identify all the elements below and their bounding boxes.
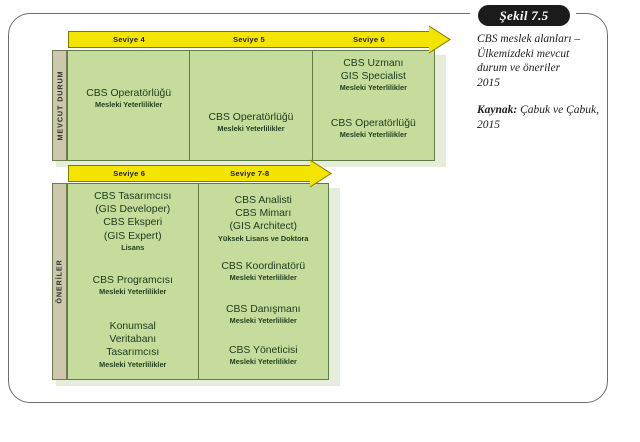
figure-number-badge: Şekil 7.5 [478, 5, 570, 26]
caption-source-label: Kaynak: [477, 104, 518, 116]
job-group: CBS Operatörlüğü Mesleki Yeterlilikler [68, 87, 189, 110]
job-title: CBS Danışmanı [226, 304, 301, 315]
job-qualification: Mesleki Yeterlilikler [99, 359, 167, 369]
job-group: CBS Programcısı Mesleki Yeterlilikler [68, 274, 198, 297]
job-group: Konumsal Veritabanı Tasarımcısı Mesleki … [68, 320, 198, 370]
level-banner-oneriler: Seviye 6 Seviye 7-8 [68, 159, 358, 188]
mevcut-durum-matrix: CBS Operatörlüğü Mesleki Yeterlilikler C… [67, 50, 435, 161]
level-banner-arrowhead-outline-icon [428, 25, 451, 54]
level-segment: Seviye 6 [113, 169, 146, 178]
job-title: CBS Koordinatörü [221, 261, 306, 272]
figure-caption: CBS meslek alanları – Ülkemizdeki mevcut… [477, 32, 601, 132]
matrix-cell-seviye-6: CBS Uzmanı GIS Specialist Mesleki Yeterl… [313, 51, 434, 160]
level-segment: Seviye 5 [232, 35, 265, 44]
job-qualification: Lisans [121, 242, 145, 252]
row-label-mevcut-durum: MEVCUT DURUM [52, 50, 67, 161]
job-qualification: Yüksek Lisans ve Doktora [218, 233, 309, 243]
job-title: CBS Programcısı [92, 275, 173, 286]
level-banner-mevcut-durum: Seviye 4 Seviye 5 Seviye 6 [68, 25, 451, 54]
matrix-cell-seviye-6-oneriler: CBS Tasarımcısı (GIS Developer) CBS Eksp… [68, 184, 199, 379]
level-banner-arrowhead-outline-icon [309, 159, 332, 188]
job-qualification: Mesleki Yeterlilikler [339, 130, 407, 140]
job-qualification: Mesleki Yeterlilikler [229, 273, 297, 283]
row-label-mevcut-durum-text: MEVCUT DURUM [55, 70, 64, 141]
job-qualification: Mesleki Yeterlilikler [339, 83, 407, 93]
job-title: CBS Analisti CBS Mimarı (GIS Architect) [229, 195, 298, 233]
figure-number-label: Şekil 7.5 [499, 7, 549, 23]
caption-source-text: Çabuk ve Çabuk, 2015 [477, 104, 600, 131]
level-segment: Seviye 4 [112, 35, 145, 44]
oneriler-matrix: CBS Tasarımcısı (GIS Developer) CBS Eksp… [67, 183, 329, 380]
row-label-oneriler-text: ÖNERİLER [55, 259, 64, 304]
job-qualification: Mesleki Yeterlilikler [217, 124, 285, 134]
caption-source: Kaynak: Çabuk ve Çabuk, 2015 [477, 103, 601, 132]
job-group: CBS Operatörlüğü Mesleki Yeterlilikler [190, 111, 311, 134]
level-segment: Seviye 6 [352, 35, 385, 44]
caption-line-1: CBS meslek alanları – [477, 33, 581, 45]
job-group: CBS Koordinatörü Mesleki Yeterlilikler [199, 260, 329, 283]
figure-diagram: MEVCUT DURUM CBS Operatörlüğü Mesleki Ye… [52, 25, 451, 386]
job-qualification: Mesleki Yeterlilikler [95, 100, 163, 110]
level-banner-bar: Seviye 4 Seviye 5 Seviye 6 [68, 31, 430, 48]
matrix-cell-seviye-4: CBS Operatörlüğü Mesleki Yeterlilikler [68, 51, 191, 160]
level-segment: Seviye 7-8 [230, 169, 270, 178]
job-group: CBS Yöneticisi Mesleki Yeterlilikler [199, 344, 329, 367]
matrix-cell-seviye-7-8: CBS Analisti CBS Mimarı (GIS Architect) … [199, 184, 329, 379]
caption-line-4: 2015 [477, 76, 500, 89]
job-qualification: Mesleki Yeterlilikler [229, 357, 297, 367]
level-banner-bar: Seviye 6 Seviye 7-8 [68, 165, 311, 182]
job-group: CBS Danışmanı Mesleki Yeterlilikler [199, 303, 329, 326]
job-title: CBS Operatörlüğü [208, 112, 294, 123]
job-title: Konumsal Veritabanı Tasarımcısı [106, 321, 160, 359]
job-group: CBS Analisti CBS Mimarı (GIS Architect) … [199, 194, 329, 244]
job-group: CBS Tasarımcısı (GIS Developer) CBS Eksp… [68, 190, 198, 253]
caption-line-2: Ülkemizdeki mevcut [477, 47, 570, 60]
job-group: CBS Uzmanı GIS Specialist Mesleki Yeterl… [313, 57, 434, 93]
job-title: CBS Operatörlüğü [86, 88, 172, 99]
job-group: CBS Operatörlüğü Mesleki Yeterlilikler [313, 117, 434, 140]
job-qualification: Mesleki Yeterlilikler [229, 316, 297, 326]
job-qualification: Mesleki Yeterlilikler [99, 287, 167, 297]
caption-line-3: durum ve öneriler [477, 62, 561, 74]
job-title: CBS Uzmanı GIS Specialist [340, 58, 406, 83]
row-label-oneriler: ÖNERİLER [52, 183, 67, 380]
matrix-cell-seviye-5: CBS Operatörlüğü Mesleki Yeterlilikler [190, 51, 313, 160]
job-title: CBS Yöneticisi [228, 345, 298, 356]
job-title: CBS Operatörlüğü [330, 118, 416, 129]
job-title: CBS Tasarımcısı (GIS Developer) CBS Eksp… [94, 191, 172, 242]
